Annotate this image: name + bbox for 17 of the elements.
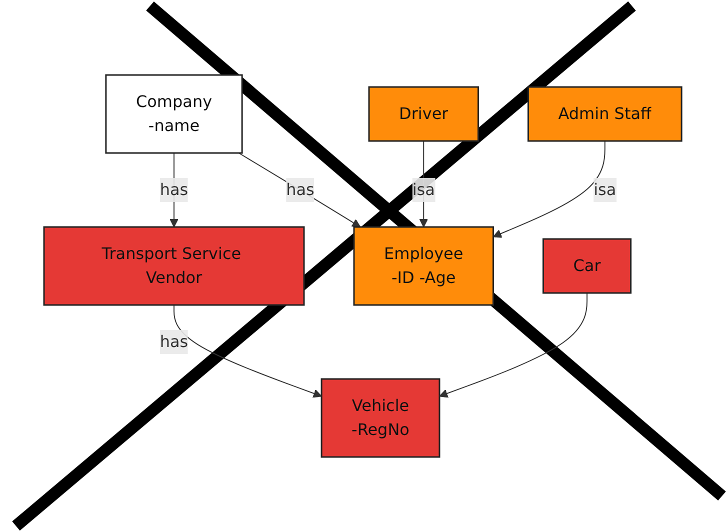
edge-label: isa <box>594 180 616 199</box>
node-box: Driver <box>368 86 480 142</box>
edge-label: isa <box>412 180 436 199</box>
arrow <box>174 304 322 398</box>
edge-label: has <box>286 180 315 199</box>
node-box: Transport Service Vendor <box>43 226 305 306</box>
arrow <box>419 140 428 228</box>
node-box: Employee -ID -Age <box>353 226 494 306</box>
arrow <box>493 140 606 238</box>
node-box: Car <box>542 238 632 294</box>
node-box: Admin Staff <box>528 86 683 142</box>
node-box: Company -name <box>105 74 244 154</box>
node-box: Vehicle -RegNo <box>321 378 440 458</box>
arrow <box>238 152 361 228</box>
edge-label: has <box>160 180 188 199</box>
arrow <box>439 292 588 398</box>
edge-label: has <box>160 332 188 351</box>
